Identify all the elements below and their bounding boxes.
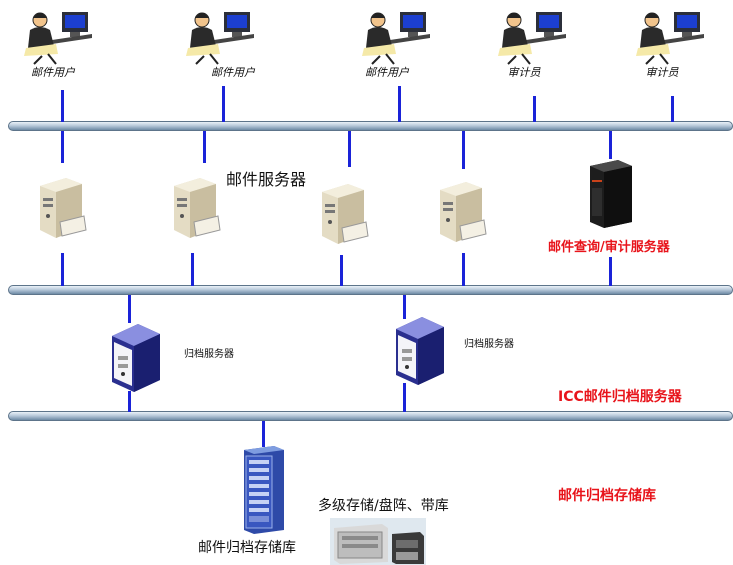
query-audit-server-label: 邮件查询/审计服务器 [548, 240, 670, 255]
link-server-2-down [191, 253, 194, 286]
person-at-computer-icon [498, 12, 566, 65]
mail-server-icon [40, 178, 87, 238]
storage-bottom-label: 邮件归档存储库 [198, 540, 296, 556]
link-archive-2-down [403, 383, 406, 412]
person-at-computer-icon [362, 12, 430, 65]
multi-storage-label: 多级存储/盘阵、带库 [318, 498, 449, 514]
link-server-1-up [61, 131, 64, 163]
mail-server-icon [322, 184, 369, 244]
disk-array-tape-library-icon [330, 518, 426, 565]
user-label: 邮件用户 [365, 66, 409, 79]
archive-server-icon [112, 324, 160, 392]
network-bus-middle [8, 285, 733, 295]
link-server-4-down [462, 253, 465, 286]
auditor-label: 审计员 [645, 66, 679, 79]
user-label: 邮件用户 [211, 66, 255, 79]
link-server-1-down [61, 253, 64, 286]
link-user-2 [222, 86, 225, 122]
person-at-computer-icon [24, 12, 92, 65]
person-at-computer-icon [186, 12, 254, 65]
network-bus-bottom [8, 411, 733, 421]
link-server-4-up [462, 131, 465, 169]
link-archive-1-up [128, 295, 131, 323]
user-label: 邮件用户 [31, 66, 75, 79]
auditor-label: 审计员 [507, 66, 541, 79]
link-server-3-up [348, 131, 351, 167]
storage-rack-icon [244, 446, 284, 534]
link-archive-2-up [403, 295, 406, 319]
link-user-1 [61, 90, 64, 122]
icc-archive-server-label: ICC邮件归档服务器 [558, 389, 682, 405]
archive-server-label: 归档服务器 [184, 349, 234, 360]
network-bus-top [8, 121, 733, 131]
link-user-4 [533, 96, 536, 122]
link-user-3 [398, 86, 401, 122]
link-audit-down [609, 257, 612, 286]
link-server-3-down [340, 255, 343, 286]
archive-server-label: 归档服务器 [464, 339, 514, 350]
mail-server-icon [174, 178, 221, 238]
mail-servers-label: 邮件服务器 [226, 170, 307, 189]
link-server-2-up [203, 131, 206, 163]
link-storage [262, 421, 265, 447]
link-user-5 [671, 96, 674, 122]
person-at-computer-icon [636, 12, 704, 65]
link-archive-1-down [128, 391, 131, 412]
archive-server-icon [396, 317, 444, 385]
archive-storage-label: 邮件归档存储库 [558, 488, 656, 504]
audit-server-icon [590, 160, 632, 228]
link-audit-up [609, 131, 612, 159]
mail-server-icon [440, 182, 487, 242]
